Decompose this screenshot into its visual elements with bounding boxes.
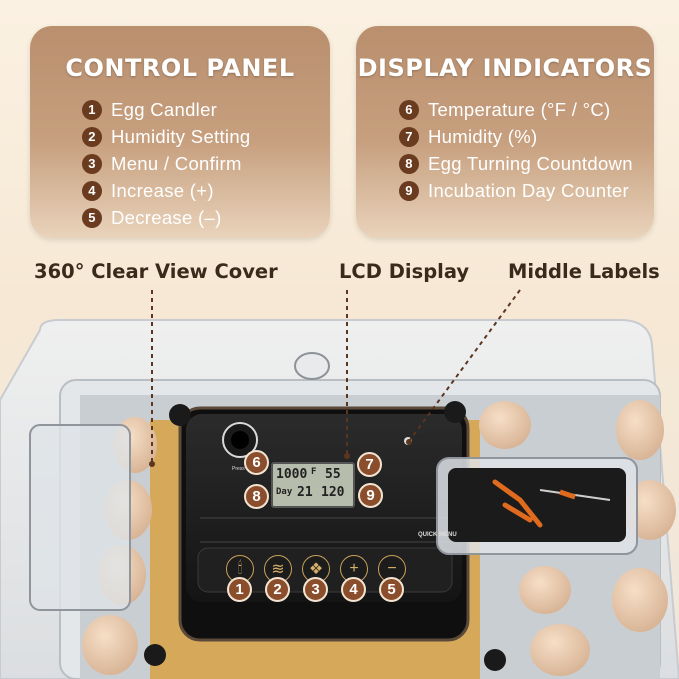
- minus-icon: −: [387, 560, 397, 577]
- badge-1: 1: [227, 577, 252, 602]
- list-item-label: Temperature (°F / °C): [428, 98, 611, 120]
- badge-7: 7: [357, 452, 382, 477]
- lcd-temperature: 1000: [276, 467, 308, 482]
- list-item: 4 Increase (+): [82, 177, 330, 204]
- display-indicators-title: DISPLAY INDICATORS: [357, 54, 653, 82]
- press-label: Press: [232, 466, 245, 472]
- quick-menu-label: QUICK MENU: [418, 532, 457, 538]
- badge-4: 4: [341, 577, 366, 602]
- number-circle: 5: [82, 207, 102, 228]
- lcd-humidity: 55: [325, 467, 341, 482]
- side-tray[interactable]: [29, 424, 131, 611]
- number-circle: 3: [82, 153, 102, 174]
- menu-icon: ❖: [308, 561, 324, 578]
- number-circle: 9: [399, 180, 419, 201]
- display-indicators-list: 6 Temperature (°F / °C) 7 Humidity (%) 8 Eg…: [356, 96, 654, 204]
- badge-6: 6: [244, 450, 269, 475]
- number-circle: 4: [82, 180, 102, 201]
- clear-view-cover-callout: 360° Clear View Cover: [34, 260, 278, 283]
- number-circle: 1: [82, 99, 102, 120]
- list-item: 3 Menu / Confirm: [82, 150, 330, 177]
- display-indicators-card: DISPLAY INDICATORS 6 Temperature (°F / °C…: [356, 26, 654, 238]
- accessory-tray[interactable]: [436, 457, 638, 555]
- vent-knob[interactable]: [294, 352, 330, 380]
- lcd-day-counter: 21: [297, 485, 313, 500]
- control-panel-list: 1 Egg Candler 2 Humidity Setting 3 Menu / C…: [30, 96, 330, 231]
- list-item-label: Egg Candler: [111, 98, 218, 120]
- lcd-turning-countdown: 120: [321, 485, 345, 500]
- number-circle: 7: [399, 126, 419, 147]
- plus-icon: +: [349, 560, 359, 577]
- list-item-label: Menu / Confirm: [111, 152, 242, 174]
- control-panel-card: CONTROL PANEL 1 Egg Candler 2 Humidity Set…: [30, 26, 330, 238]
- leader-lines: [151, 289, 521, 462]
- list-item: 7 Humidity (%): [399, 123, 654, 150]
- badge-9: 9: [358, 483, 383, 508]
- tool-icon: [492, 479, 543, 528]
- list-item-label: Incubation Day Counter: [428, 179, 629, 201]
- number-circle: 8: [399, 153, 419, 174]
- badge-2: 2: [265, 577, 290, 602]
- number-circle: 6: [399, 99, 419, 120]
- candle-icon: 🕯: [237, 560, 243, 577]
- list-item-label: Decrease (–): [111, 206, 222, 228]
- badge-3: 3: [303, 577, 328, 602]
- middle-labels-callout: Middle Labels: [508, 260, 660, 283]
- humidity-icon: ≋: [271, 561, 285, 578]
- control-panel-title: CONTROL PANEL: [65, 54, 295, 82]
- list-item-label: Humidity Setting: [111, 125, 251, 147]
- badge-8: 8: [244, 484, 269, 509]
- badge-5: 5: [379, 577, 404, 602]
- list-item: 6 Temperature (°F / °C): [399, 96, 654, 123]
- list-item: 9 Incubation Day Counter: [399, 177, 654, 204]
- lcd-display-callout: LCD Display: [339, 260, 470, 283]
- list-item: 2 Humidity Setting: [82, 123, 330, 150]
- list-item-label: Humidity (%): [428, 125, 538, 147]
- number-circle: 2: [82, 126, 102, 147]
- list-item-label: Egg Turning Countdown: [428, 152, 633, 174]
- list-item: 5 Decrease (–): [82, 204, 330, 231]
- control-unit: [178, 406, 470, 642]
- list-item: 1 Egg Candler: [82, 96, 330, 123]
- list-item-label: Increase (+): [111, 179, 214, 201]
- lcd-day-label: Day: [276, 487, 293, 497]
- lcd-screen: 1000 F 55 Day 21 120: [271, 462, 355, 508]
- list-item: 8 Egg Turning Countdown: [399, 150, 654, 177]
- fasteners: [144, 401, 506, 671]
- lcd-temp-unit: F: [311, 467, 317, 477]
